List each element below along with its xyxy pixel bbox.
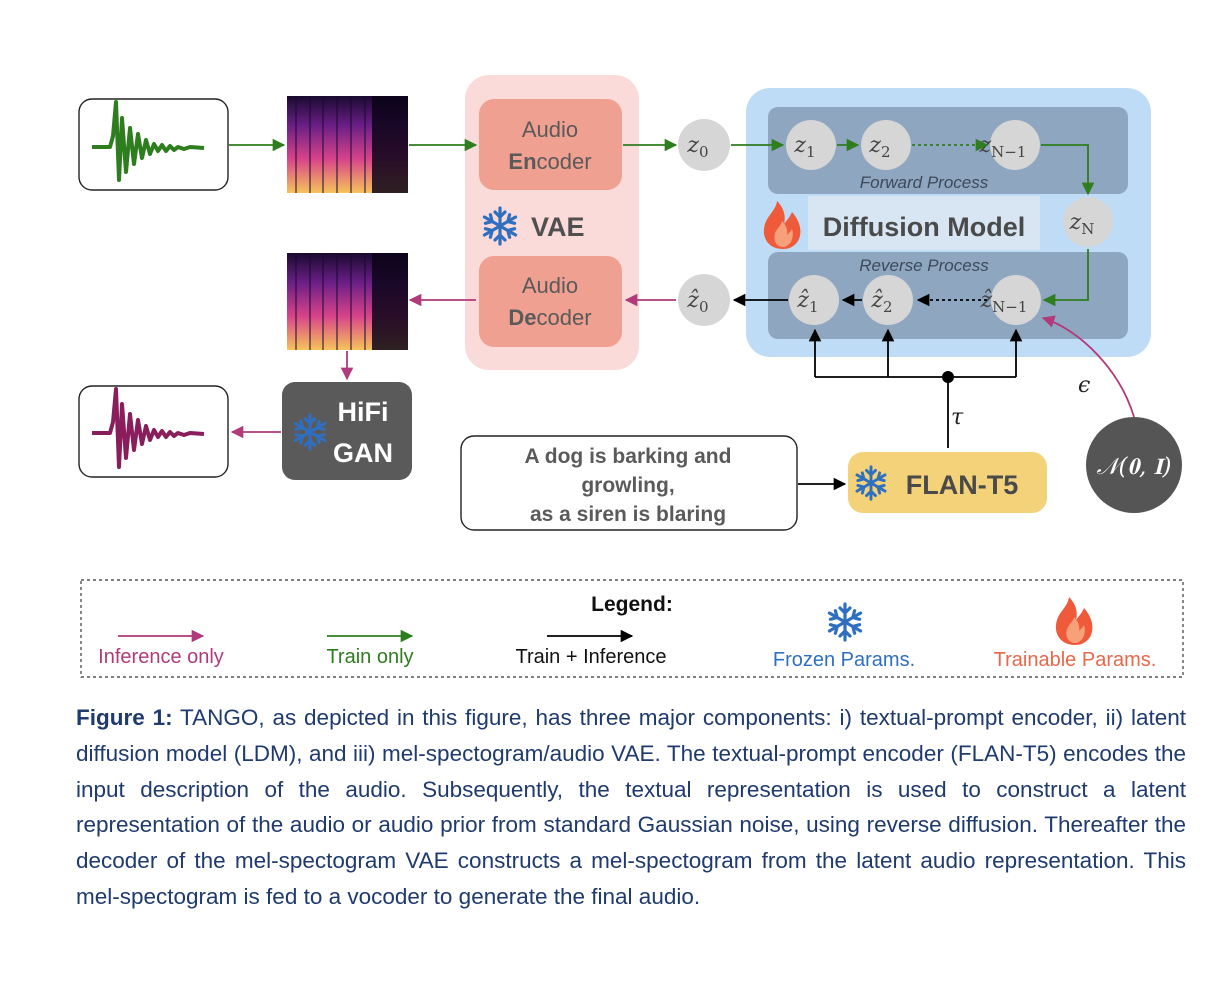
svg-text:ẑ0: ẑ0 [686,288,708,316]
audio-decoder-label-1: Audio [522,273,578,298]
forward-process-panel [768,107,1128,194]
forward-process-label: Forward Process [860,173,989,192]
hifigan-label-2: GAN [333,438,393,468]
reverse-process-label: Reverse Process [859,256,989,275]
output-spectrogram [287,253,408,350]
gaussian-noise-node [1086,417,1182,513]
diffusion-model-title: Diffusion Model [823,212,1025,242]
hifigan-box [282,382,412,480]
legend-trainable-flame-icon [1055,597,1093,645]
text-prompt-line-3: as a siren is blaring [530,503,726,526]
train-inference-arrows [732,293,1023,491]
audio-encoder-label-2: Encoder [508,149,591,174]
flan-t5-box [848,452,1047,513]
text-prompt-line-1: A dog is barking and [525,445,732,468]
latent-node-z2: z2 [861,120,911,170]
svg-text:z1: z1 [793,133,815,161]
gaussian-noise-label: 𝒩(𝟎, 𝐈) [1097,454,1172,480]
latent-node-zN: zN [1063,197,1113,247]
audio-decoder-box [479,256,622,347]
latent-node-zhat0: ẑ0 [678,274,730,326]
reverse-process-panel [768,252,1128,339]
diffusion-title-bar [808,196,1040,250]
legend-frozen-params: Frozen Params. [773,649,915,671]
legend-title: Legend: [591,593,673,616]
text-prompt-box [460,435,798,531]
inference-only-arrows [230,293,1135,439]
input-waveform-icon [92,100,205,182]
audio-encoder-label-1: Audio [522,117,578,142]
input-spectrogram [287,96,408,193]
tango-architecture-diagram: Audio Encoder Audio Decoder VAE Diffusio… [78,75,1184,678]
latent-node-z1: z1 [786,120,836,170]
latent-node-z0: z0 [678,119,730,171]
legend-train-only: Train only [326,646,413,668]
epsilon-symbol: ϵ [1078,373,1090,398]
conditioning-junction-dot [942,371,954,383]
figure-caption-text: TANGO, as depicted in this figure, has t… [76,705,1186,909]
legend-train-inference: Train + Inference [515,646,666,668]
audio-decoder-label-2: Decoder [508,305,591,330]
text-prompt-line-2: growling, [581,474,674,497]
output-waveform-icon [92,387,205,469]
vae-label: VAE [531,212,585,242]
svg-text:ẑ2: ẑ2 [870,288,892,316]
tau-symbol: τ [951,405,964,430]
flan-t5-label: FLAN-T5 [906,470,1018,500]
figure-label: Figure 1: [76,705,173,730]
svg-text:ẑ1: ẑ1 [796,288,818,316]
latent-node-zhat2: ẑ2 [863,275,913,325]
hifigan-label-1: HiFi [338,397,389,427]
legend-inference-only: Inference only [98,646,224,668]
svg-text:z2: z2 [868,133,890,161]
figure-caption: Figure 1: TANGO, as depicted in this fig… [76,700,1186,915]
latent-node-zhat1: ẑ1 [789,275,839,325]
train-only-arrows [229,138,1095,307]
legend-frozen-snowflake-icon [827,602,863,642]
svg-text:zN: zN [1069,210,1095,238]
audio-encoder-box [479,99,622,190]
legend-trainable-params: Trainable Params. [994,649,1157,671]
svg-text:z0: z0 [686,133,708,161]
